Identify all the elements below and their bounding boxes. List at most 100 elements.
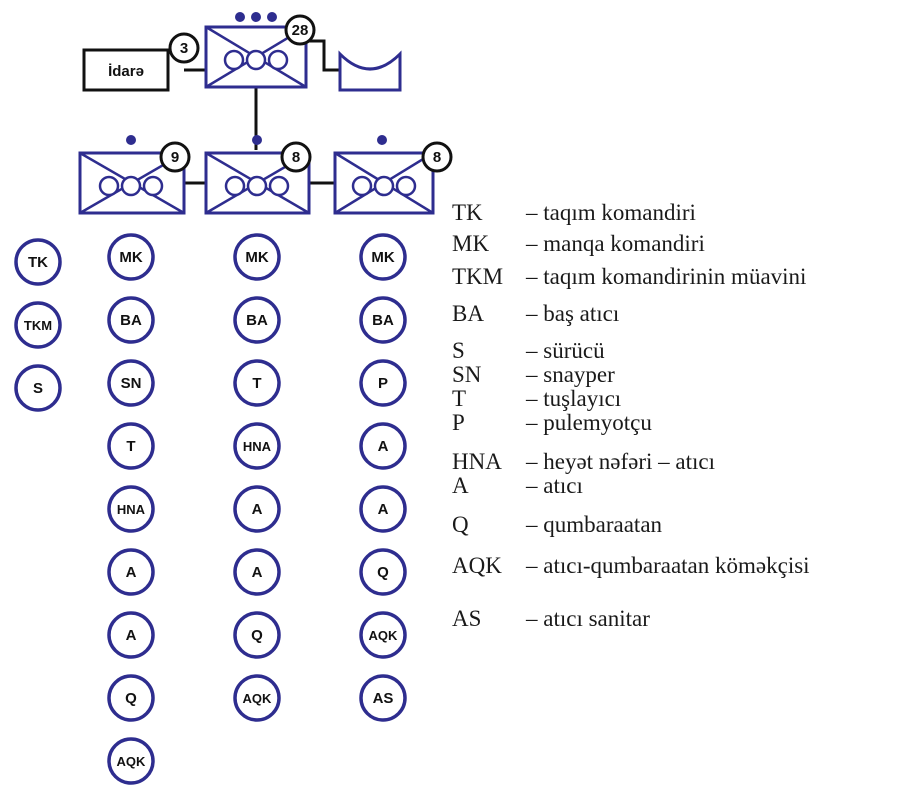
legend-entry: MK – manqa komandiri <box>452 231 705 256</box>
legend-code: HNA <box>452 449 502 474</box>
squad-ring <box>98 175 120 197</box>
member-circle <box>233 674 281 722</box>
member-label: Q <box>377 564 389 581</box>
member-label: AQK <box>369 628 399 643</box>
member-aqk: AQK <box>107 737 155 785</box>
hq-ring <box>267 49 289 71</box>
legend-entry: BA – baş atıcı <box>452 301 619 326</box>
member-label: BA <box>120 312 142 329</box>
hq-unit-symbol: 28 <box>204 12 316 89</box>
vehicle-icon <box>338 50 402 92</box>
legend-entry: A – atıcı <box>452 473 583 498</box>
legend-code: P <box>452 410 465 435</box>
legend-description: – tuşlayıcı <box>525 386 621 411</box>
member-label: A <box>252 564 263 581</box>
member-q: Q <box>359 548 407 596</box>
member-circle <box>359 233 407 281</box>
member-mk: MK <box>107 233 155 281</box>
member-sn: SN <box>107 359 155 407</box>
legend-entry: SN– snayper <box>452 362 615 387</box>
member-label: Q <box>125 690 137 707</box>
member-a: A <box>359 422 407 470</box>
squad-ring <box>373 175 395 197</box>
unit-count-circle <box>284 14 316 46</box>
member-circle <box>359 296 407 344</box>
legend-entry: P – pulemyotçu <box>452 410 652 435</box>
member-circle <box>359 422 407 470</box>
squad-ring <box>351 175 373 197</box>
member-ba: BA <box>359 296 407 344</box>
squad-1-members: MK BA SN T HNA A A Q AQK <box>107 233 155 785</box>
legend-entry: Q– qumbaraatan <box>452 512 663 537</box>
member-circle <box>233 233 281 281</box>
legend-description: – baş atıcı <box>525 301 619 326</box>
squad-count-circle <box>421 141 453 173</box>
hq-label-box: İdarə 3 <box>82 32 200 92</box>
legend-code: MK <box>452 231 489 256</box>
hq-ring <box>245 49 267 71</box>
member-label: AS <box>373 690 394 707</box>
legend-code: A <box>452 473 469 498</box>
squad-ring <box>268 175 290 197</box>
legend-entry: AS– atıcı sanitar <box>452 606 650 631</box>
member-tk: TK <box>14 238 62 286</box>
member-label: MK <box>371 249 394 266</box>
member-label: A <box>378 501 389 518</box>
legend-code: T <box>452 386 466 411</box>
member-circle <box>107 233 155 281</box>
squad-symbol-2: 8 <box>204 135 312 215</box>
squad-symbol-3: 8 <box>333 135 453 215</box>
legend-entry: T – tuşlayıcı <box>452 386 621 411</box>
member-mk: MK <box>359 233 407 281</box>
member-label: BA <box>246 312 268 329</box>
member-label: MK <box>245 249 268 266</box>
legend-description: – manqa komandiri <box>525 231 705 256</box>
member-circle <box>233 296 281 344</box>
squad-ring <box>120 175 142 197</box>
member-s: S <box>14 364 62 412</box>
hq-count-circle <box>168 32 200 64</box>
member-label: BA <box>372 312 394 329</box>
squad-count-circle <box>159 141 191 173</box>
legend-code: AQK <box>452 553 502 578</box>
legend-code: S <box>452 338 465 363</box>
hq-dot <box>267 12 277 22</box>
member-label: Q <box>251 627 263 644</box>
member-circle <box>359 359 407 407</box>
member-label: T <box>252 375 261 392</box>
member-circle <box>233 611 281 659</box>
member-circle <box>107 422 155 470</box>
legend-description: – atıcı <box>525 473 583 498</box>
legend-entry: S – sürücü <box>452 338 605 363</box>
member-a: A <box>107 548 155 596</box>
legend-description: – qumbaraatan <box>525 512 663 537</box>
member-hna: HNA <box>107 485 155 533</box>
member-as: AS <box>359 674 407 722</box>
member-label: A <box>126 627 137 644</box>
hq-label: İdarə <box>108 63 144 80</box>
member-aqk: AQK <box>233 674 281 722</box>
legend-description: – atıcı-qumbaraatan köməkçisi <box>525 553 810 578</box>
legend-description: – snayper <box>525 362 615 387</box>
squad-dot <box>126 135 136 145</box>
legend-description: – pulemyotçu <box>525 410 652 435</box>
squad-ring <box>246 175 268 197</box>
member-circle <box>107 611 155 659</box>
legend-description: – sürücü <box>525 338 605 363</box>
legend-description: – atıcı sanitar <box>525 606 650 631</box>
member-p: P <box>359 359 407 407</box>
legend-description: – taqım komandiri <box>525 200 696 225</box>
member-t: T <box>107 422 155 470</box>
member-circles: TKTKMSMKBASNTHNAAAQAQKMKBATHNAAAQAQKMKBA… <box>14 233 407 785</box>
member-q: Q <box>233 611 281 659</box>
member-ba: BA <box>233 296 281 344</box>
member-circle <box>14 238 62 286</box>
hq-dot <box>251 12 261 22</box>
squad-ring <box>395 175 417 197</box>
member-hna: HNA <box>233 422 281 470</box>
member-circle <box>233 548 281 596</box>
legend-code: BA <box>452 301 484 326</box>
member-circle <box>14 364 62 412</box>
